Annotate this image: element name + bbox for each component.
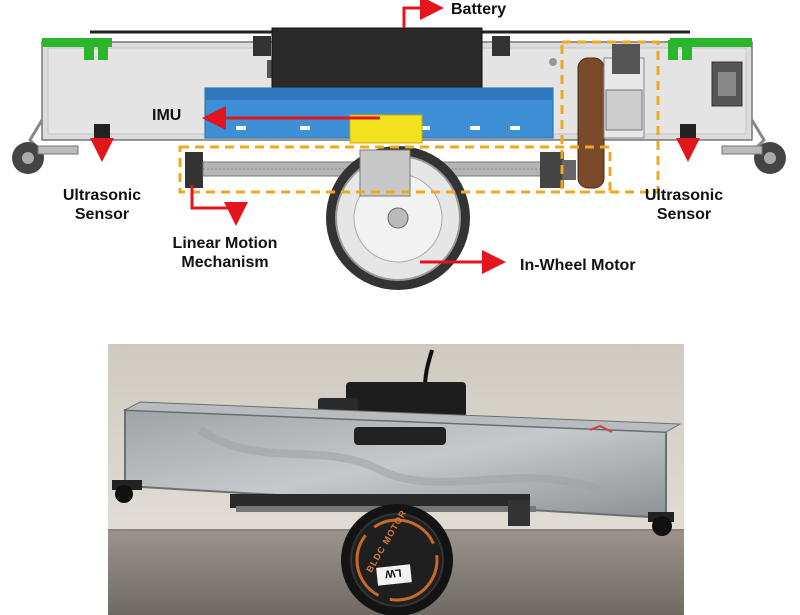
belt-drive: [577, 57, 605, 189]
photo-battery-box: [346, 382, 466, 428]
drive-highlight: [560, 40, 660, 194]
clip-left-lower: [267, 60, 275, 78]
clip-left: [253, 36, 271, 56]
in-wheel-motor-label: In-Wheel Motor: [520, 257, 636, 274]
ultrasonic-left-sensor: [94, 124, 110, 140]
ultrasonic-right-sensor: [680, 124, 696, 140]
photo-left-caster: [112, 480, 142, 503]
ultrasonic-left-label: Ultrasonic Sensor: [52, 186, 152, 224]
imu-block: [349, 114, 423, 144]
photo-metal-body: [124, 408, 667, 520]
ultrasonic-right-label: Ultrasonic Sensor: [634, 186, 734, 224]
battery-arrow: [402, 0, 444, 28]
photo-cable: [423, 349, 434, 389]
left-green-mount: [42, 38, 112, 60]
ultrasonic-left-line1: Ultrasonic: [62, 187, 142, 204]
photo-right-caster: [648, 512, 674, 536]
in-wheel-motor-wheel: [326, 146, 470, 290]
left-caster-wheel: [12, 119, 79, 174]
imu-label: IMU: [152, 107, 182, 124]
photo-motor-side-label: LW: [384, 566, 403, 580]
ultrasonic-left-line2: Sensor: [74, 206, 130, 223]
right-green-mount: [668, 38, 752, 60]
photo-handle-slot: [354, 427, 446, 445]
clip-right: [492, 36, 510, 56]
linear-motion-arrow: [190, 185, 248, 226]
photo-linear-rod: [230, 494, 530, 508]
linear-motion-highlight: [178, 145, 612, 194]
photo-motor-text: BLDC MOTOR: [364, 507, 409, 575]
right-caster-wheel: [721, 119, 786, 174]
cad-diagram: [12, 0, 786, 290]
battery-label: Battery: [451, 1, 507, 18]
linear-motion-label: Linear Motion Mechanism: [150, 234, 300, 272]
linear-motion-line1: Linear Motion: [172, 235, 278, 252]
linear-motion-line2: Mechanism: [181, 254, 269, 271]
ultrasonic-right-line2: Sensor: [656, 206, 712, 223]
ultrasonic-right-line1: Ultrasonic: [644, 187, 724, 204]
